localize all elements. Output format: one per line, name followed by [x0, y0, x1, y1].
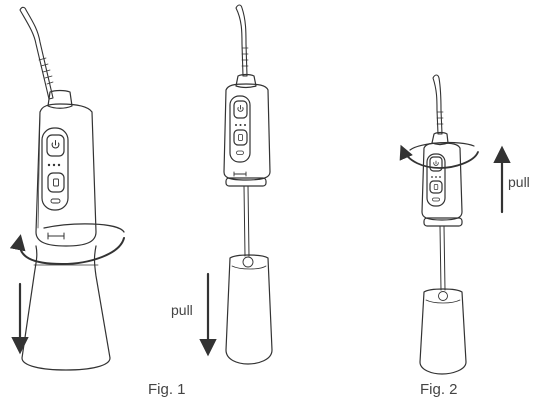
fig2-handle — [421, 142, 463, 221]
fig1-mode-dot — [47, 163, 51, 167]
fig2-power-icon — [433, 160, 439, 166]
fig1-mode-icon — [53, 178, 59, 187]
fig2-mode-dot — [439, 176, 441, 178]
fig2-control-panel — [426, 153, 446, 207]
fig1b-base-ring — [225, 177, 267, 187]
fig2-mode-button — [429, 180, 443, 194]
fig2-base-ring — [423, 217, 463, 227]
fig1b-charge-indicator — [236, 150, 244, 155]
fig2-flosser — [399, 74, 511, 375]
fig1-mode-button — [47, 172, 65, 193]
fig1-nozzle-collar — [47, 89, 73, 109]
fig1-assembled-flosser — [9, 6, 125, 371]
fig1b-handle — [223, 83, 271, 181]
fig1b-mode-icon — [238, 134, 243, 141]
fig1-power-button — [46, 134, 65, 157]
fig1b-power-button — [233, 100, 248, 119]
fig1-charge-indicator — [50, 198, 61, 204]
fig2-mode-dot — [435, 176, 437, 178]
fig1b-mode-dot — [235, 124, 237, 126]
fig1-mode-dot — [57, 163, 61, 167]
fig1-nozzle — [19, 6, 54, 100]
fig1b-mode-dot — [239, 124, 242, 126]
fig1b-mode-dot — [244, 124, 246, 126]
fig1b-lock-marker — [233, 171, 247, 177]
fig1-handle — [35, 103, 97, 247]
fig1-rotate-arrow-back — [43, 223, 125, 233]
pull-label-fig1: pull — [171, 302, 193, 318]
fig1-control-panel — [41, 127, 69, 211]
fig2-charge-indicator — [432, 197, 440, 202]
fig1b-power-icon — [237, 105, 244, 112]
fig1b-nozzle — [235, 4, 248, 77]
fig1-power-icon — [51, 140, 60, 149]
fig1-separated-flosser — [199, 4, 273, 365]
fig1-water-tank — [21, 245, 111, 371]
fig2-rotate-arrow-front — [399, 144, 479, 169]
fig2-nozzle — [432, 74, 443, 135]
fig1b-control-panel — [229, 95, 251, 163]
fig2-power-button — [429, 156, 443, 172]
fig2-water-tank — [419, 288, 467, 375]
fig1b-hose — [243, 185, 250, 257]
pull-label-fig2: pull — [508, 174, 530, 190]
fig1b-tank-opening — [242, 256, 254, 268]
fig1-mode-dot — [52, 163, 56, 167]
figure-caption-fig2: Fig. 2 — [420, 381, 458, 398]
fig2-rotate-arrow-back — [409, 141, 475, 151]
fig2-hose — [439, 225, 446, 291]
fig1-lock-marker — [47, 232, 65, 240]
fig1b-mode-button — [233, 129, 248, 146]
fig1b-nozzle-collar — [235, 73, 257, 89]
fig2-mode-icon — [433, 184, 439, 190]
fig2-mode-dot — [431, 176, 433, 178]
fig2-tank-opening — [438, 291, 448, 301]
fig1b-water-tank — [225, 254, 273, 365]
figure-caption-fig1: Fig. 1 — [148, 381, 186, 398]
fig1-rotate-arrow-front — [9, 234, 125, 265]
